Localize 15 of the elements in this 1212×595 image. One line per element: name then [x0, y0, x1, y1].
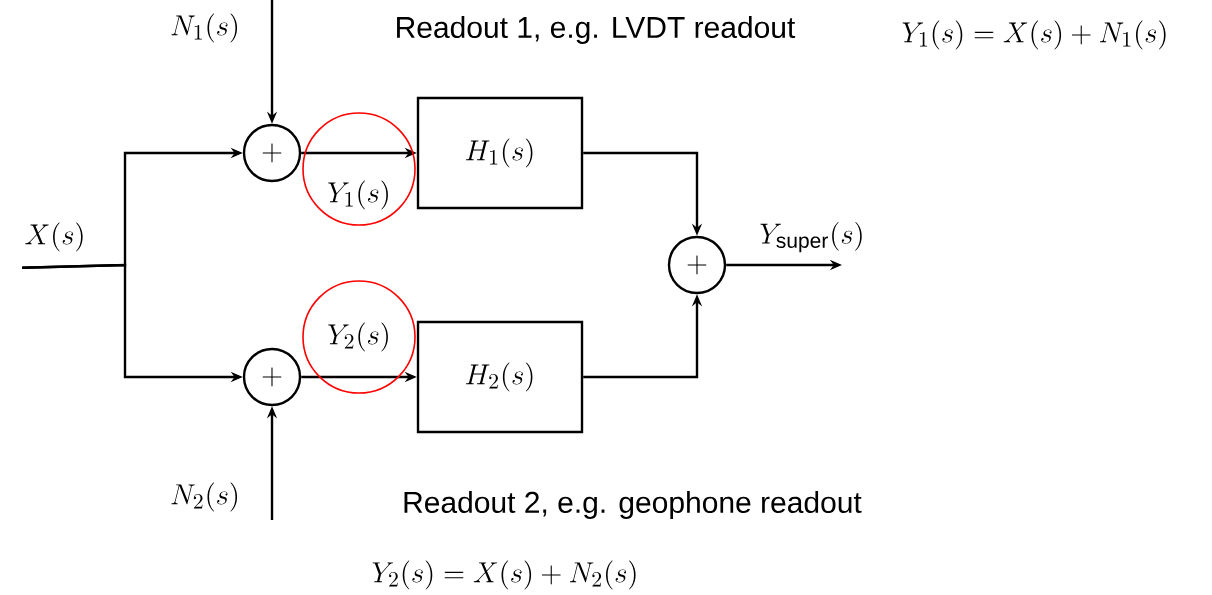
- summing-junction: $+$: [242, 347, 302, 407]
- output-label: $Y_{\mathrm{super}}(s)$: [760, 221, 862, 253]
- signal-label: $Y_1(s)$: [328, 180, 388, 210]
- noise-label: $N_1(s)$: [171, 13, 238, 43]
- readout-label: Readout 1, e.g. LVDT readout: [397, 16, 796, 44]
- readout-label: Readout 2, e.g. geophone readout: [404, 491, 862, 519]
- transfer-box: $H_1(s)$: [416, 96, 584, 210]
- summing-junction: $+$: [667, 235, 727, 295]
- equation-label: $Y_1(s) = X(s) + N_1(s)$: [902, 20, 1166, 50]
- summing-junction: $+$: [242, 123, 302, 183]
- noise-label: $N_2(s)$: [171, 482, 238, 512]
- input-label: $X(s)$: [25, 222, 83, 252]
- equation-label: $Y_2(s) = X(s) + N_2(s)$: [372, 560, 636, 590]
- transfer-box: $H_2(s)$: [416, 320, 584, 434]
- signal-label: $Y_2(s)$: [328, 322, 388, 352]
